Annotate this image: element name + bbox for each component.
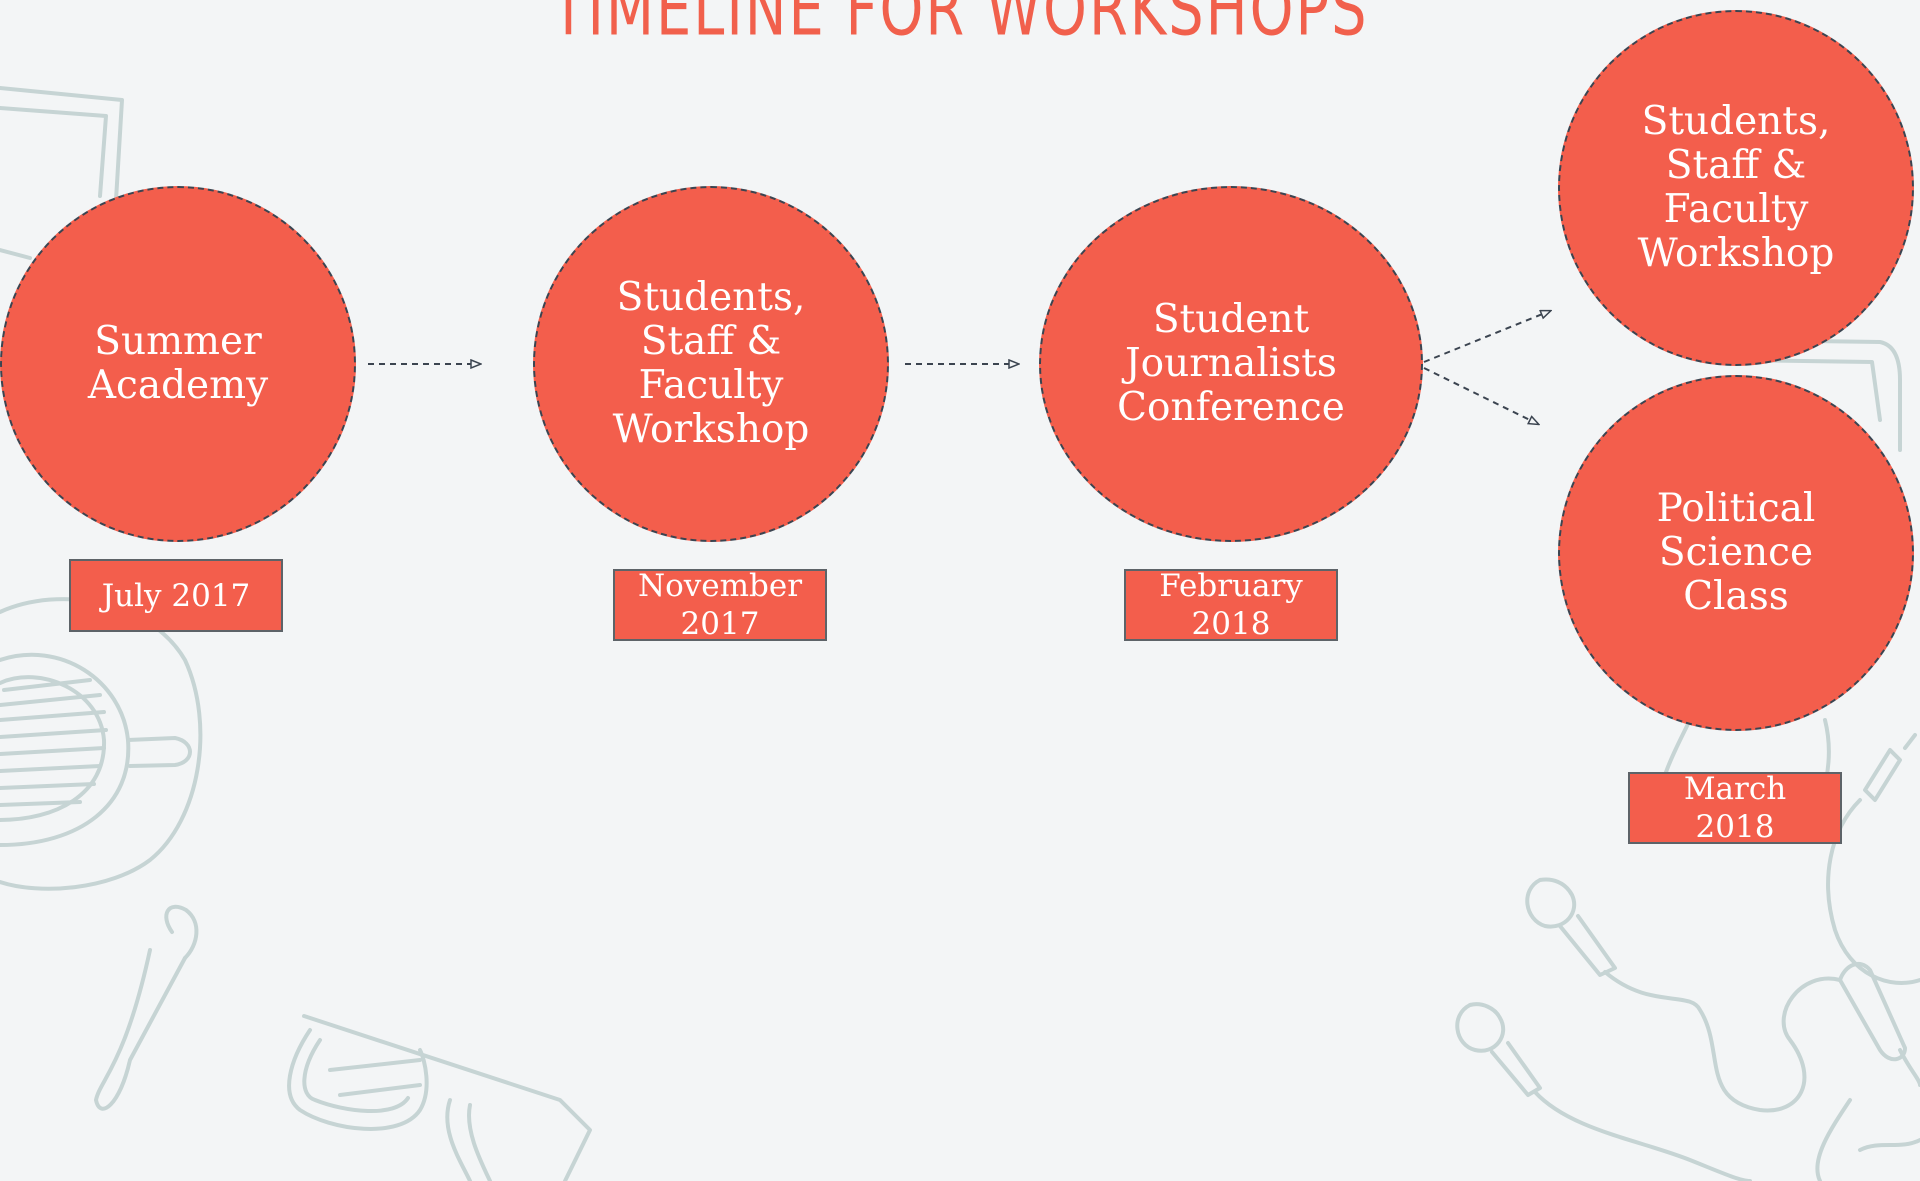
node-label: Student Journalists Conference	[1117, 297, 1345, 430]
glasses-icon	[287, 1014, 592, 1181]
coffee-cup-icon	[0, 597, 203, 891]
timeline-node-workshop-nov: Students, Staff & Faculty Workshop	[533, 186, 889, 542]
node-label: Summer Academy	[87, 319, 269, 408]
timeline-node-summer-academy: Summer Academy	[0, 186, 356, 542]
date-label: November 2017	[637, 568, 803, 642]
date-label: July 2017	[101, 577, 251, 614]
date-label: February 2018	[1159, 568, 1303, 642]
timeline-node-workshop-mar: Students, Staff & Faculty Workshop	[1558, 10, 1914, 366]
date-badge-july-2017: July 2017	[69, 559, 283, 632]
arrow-3-to-4	[1423, 311, 1550, 363]
node-label: Students, Staff & Faculty Workshop	[612, 275, 810, 452]
timeline-node-student-journalists: Student Journalists Conference	[1039, 186, 1423, 542]
node-label: Political Science Class	[1656, 486, 1816, 619]
node-label: Students, Staff & Faculty Workshop	[1637, 99, 1835, 276]
timeline-node-political-science: Political Science Class	[1558, 375, 1914, 731]
date-badge-february-2018: February 2018	[1124, 568, 1338, 642]
date-badge-march-2018: March 2018	[1628, 771, 1842, 845]
date-label: March 2018	[1683, 771, 1787, 845]
page-title: TIMELINE FOR WORKSHOPS	[551, 0, 1369, 53]
arrow-3-to-5	[1423, 367, 1538, 424]
spoon-icon	[94, 904, 199, 1111]
date-badge-november-2017: November 2017	[613, 568, 827, 642]
